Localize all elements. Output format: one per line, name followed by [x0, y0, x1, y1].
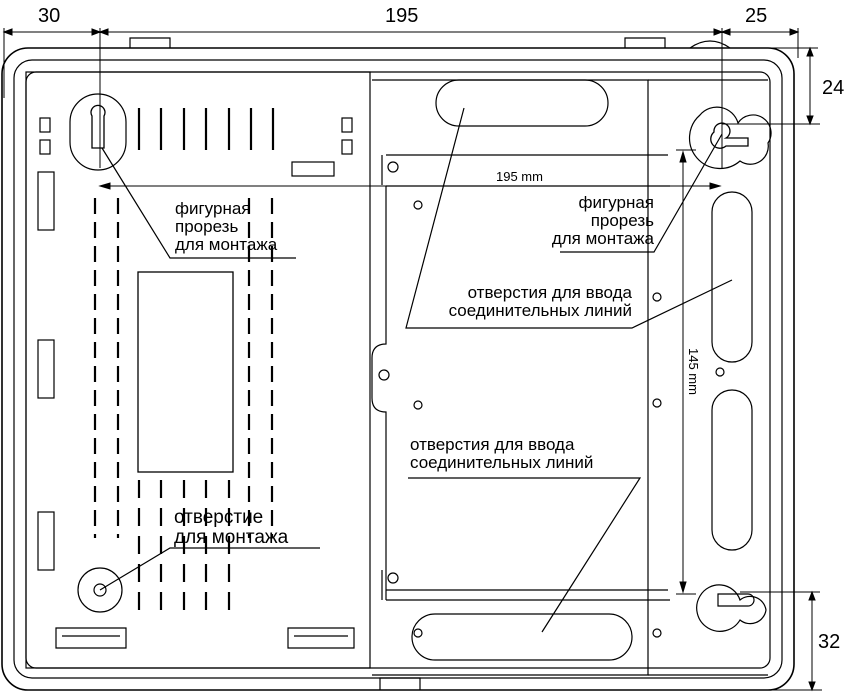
callout-line: прорезь [175, 217, 239, 236]
keyhole-bottom [696, 584, 767, 632]
dim-hole-spacing: 195 [385, 5, 419, 27]
dim-top-offset: 24 [822, 77, 845, 99]
callout-line: фигурная [175, 199, 251, 218]
callout-line: фигурная [578, 193, 655, 212]
dim-bottom-offset: 32 [818, 631, 841, 653]
callout-line: для монтажа [175, 235, 278, 254]
callout-cable-entry-top: отверстия для ввода соединительных линий [400, 284, 632, 320]
callout-line: соединительных линий [448, 301, 632, 320]
callout-keyhole-right: фигурная прорезь для монтажа [530, 194, 654, 248]
callout-line: для монтажа [551, 229, 654, 248]
callout-line: отверстия для ввода [410, 435, 575, 454]
callout-line: для монтажа [174, 527, 289, 548]
mount-hole [77, 567, 123, 613]
inner-dim-horizontal: 195 mm [496, 169, 543, 184]
center-plate [371, 79, 670, 676]
dim-left-margin: 30 [38, 5, 61, 27]
callout-line: отверстия для ввода [467, 283, 632, 302]
callout-keyhole-left: фигурная прорезь для монтажа [175, 200, 277, 254]
dim-right-margin: 25 [745, 5, 768, 27]
callout-cable-entry-bottom: отверстия для ввода соединительных линий [410, 436, 593, 472]
right-cable-slots [648, 79, 768, 676]
vent-slots [93, 108, 275, 620]
left-panel [25, 71, 371, 669]
callout-line: прорезь [590, 211, 654, 230]
keyhole-right [688, 106, 772, 170]
inner-dim-vertical: 145 mm [686, 348, 701, 395]
case-outline [1, 37, 795, 691]
leader-lines [99, 107, 733, 633]
keyhole-left [69, 93, 127, 171]
callout-mount-hole: отверстие для монтажа [174, 508, 288, 548]
callout-line: отверстие [174, 507, 264, 528]
dimension-lines [2, 28, 822, 692]
callout-line: соединительных линий [410, 453, 594, 472]
